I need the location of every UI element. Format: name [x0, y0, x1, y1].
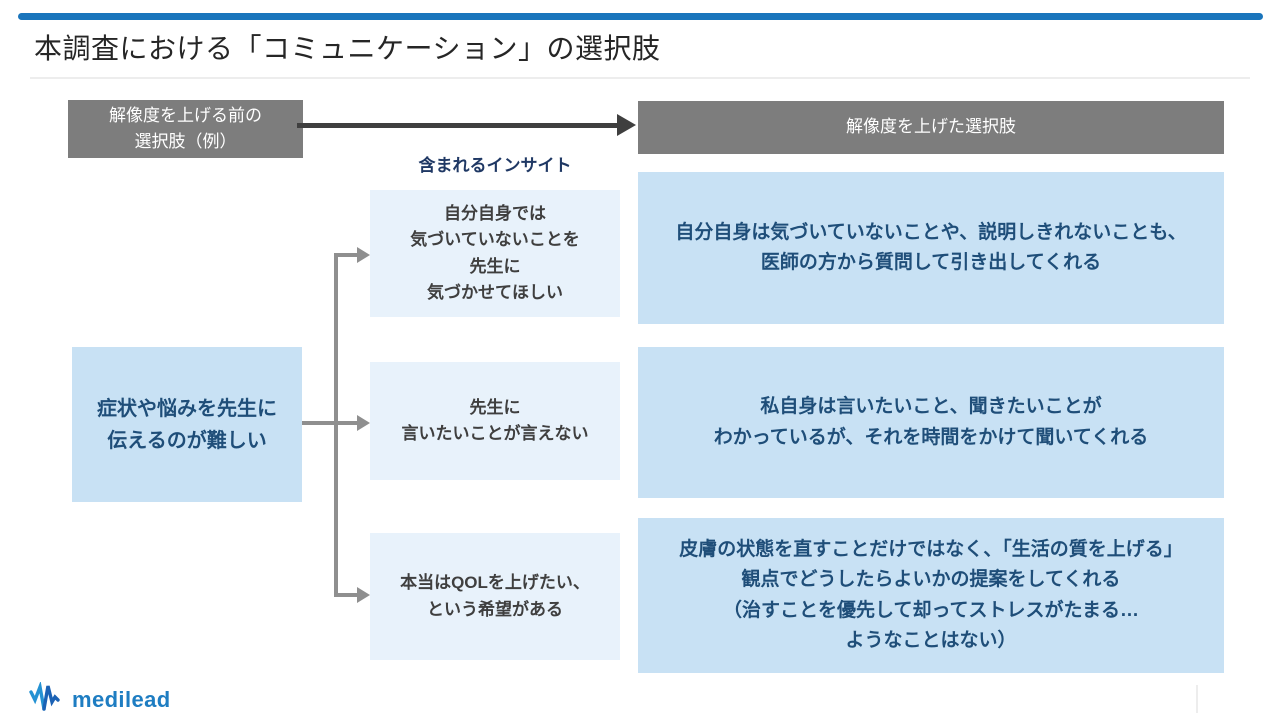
insight-column-label: 含まれるインサイト: [418, 155, 572, 175]
source-option-box: 症状や悩みを先生に 伝えるのが難しい: [72, 347, 302, 502]
insight-box: 本当はQOLを上げたい、 という希望がある: [370, 533, 620, 660]
top-accent-bar: [18, 13, 1263, 20]
footer-divider: [1196, 685, 1198, 713]
connector-stem-line: [302, 421, 338, 425]
title-divider: [30, 77, 1250, 79]
slide-title: 本調査における「コミュニケーション」の選択肢: [34, 33, 661, 64]
refined-option-box: 皮膚の状態を直すことだけではなく、「生活の質を上げる」 観点でどうしたらよいかの…: [638, 518, 1224, 673]
connector-branch-line: [334, 593, 358, 597]
connector-vertical-line: [334, 253, 338, 597]
refined-option-box: 私自身は言いたいこと、聞きたいことが わかっているが、それを時間をかけて聞いてく…: [638, 347, 1224, 498]
company-logo: medilead: [28, 680, 171, 719]
logo-wordmark: medilead: [72, 686, 171, 712]
pulse-icon: [28, 680, 68, 719]
insight-box: 先生に 言いたいことが言えない: [370, 362, 620, 480]
refined-option-box: 自分自身は気づいていないことや、説明しきれないことも、 医師の方から質問して引き…: [638, 172, 1224, 324]
after-options-header: 解像度を上げた選択肢: [638, 101, 1224, 154]
transform-arrow-head-icon: [617, 114, 636, 136]
connector-branch-line: [338, 421, 358, 425]
connector-arrow-head-icon: [357, 587, 370, 603]
before-options-header: 解像度を上げる前の 選択肢（例）: [68, 100, 303, 158]
insight-box: 自分自身では 気づいていないことを 先生に 気づかせてほしい: [370, 190, 620, 317]
transform-arrow-line: [297, 123, 617, 128]
connector-arrow-head-icon: [357, 247, 370, 263]
connector-arrow-head-icon: [357, 415, 370, 431]
connector-branch-line: [334, 253, 358, 257]
